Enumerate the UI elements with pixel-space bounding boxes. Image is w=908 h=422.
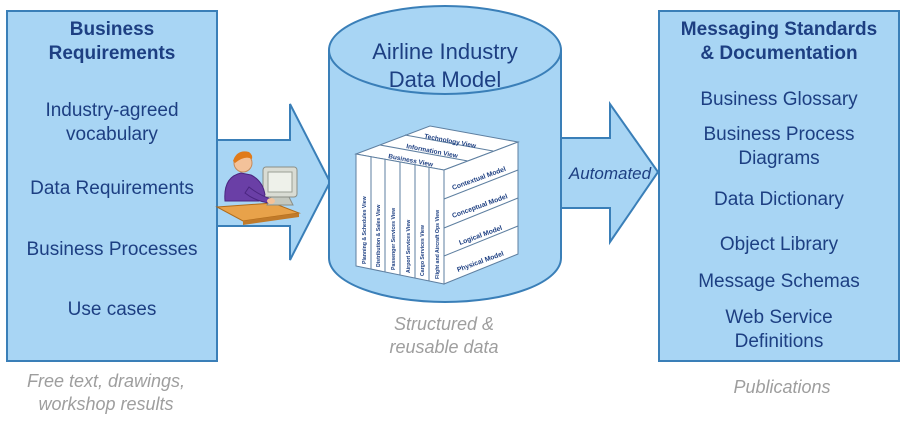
cube-front-label: Airport Services View xyxy=(406,219,412,273)
cube-front-label: Planning & Schedules View xyxy=(362,195,368,264)
panel-item-business-processes: Business Processes xyxy=(26,239,198,260)
business-requirements-panel: Business Requirements Industry-agreed vo… xyxy=(6,10,218,362)
cube-front-label: Flight and Aircraft Ops View xyxy=(435,209,441,279)
panel-item-business-process-diagrams: Business Process Diagrams xyxy=(703,124,855,169)
panel-item-object-library: Object Library xyxy=(719,234,839,255)
panel-item-data-dictionary: Data Dictionary xyxy=(714,189,844,210)
person-at-computer-icon xyxy=(215,151,301,225)
right-flow-arrow xyxy=(557,100,660,246)
panel-item-business-glossary: Business Glossary xyxy=(700,89,858,110)
panel-item-use-cases: Use cases xyxy=(67,299,157,320)
left-caption: Free text, drawings, workshop results xyxy=(26,371,186,414)
business-requirements-title: Business Requirements xyxy=(48,19,176,64)
messaging-standards-panel: Messaging Standards & Documentation Busi… xyxy=(658,10,900,362)
panel-item-web-service-definitions: Web Service Definitions xyxy=(725,307,833,352)
data-model-title: Airline Industry Data Model xyxy=(372,39,518,92)
center-caption: Structured & reusable data xyxy=(389,314,499,357)
data-model-cube-icon: Technology View Information View Busines… xyxy=(354,125,520,285)
cube-front-label: Cargo Services View xyxy=(420,224,426,276)
automated-label: Automated xyxy=(568,164,652,183)
panel-item-industry-vocabulary: Industry-agreed vocabulary xyxy=(45,100,179,145)
panel-item-data-requirements: Data Requirements xyxy=(30,178,194,199)
messaging-standards-title: Messaging Standards & Documentation xyxy=(680,19,878,64)
panel-item-message-schemas: Message Schemas xyxy=(698,271,860,292)
cube-front-label: Distribution & Sales View xyxy=(376,204,382,267)
cube-front-label: Passenger Services View xyxy=(391,207,397,270)
right-caption: Publications xyxy=(733,377,831,397)
